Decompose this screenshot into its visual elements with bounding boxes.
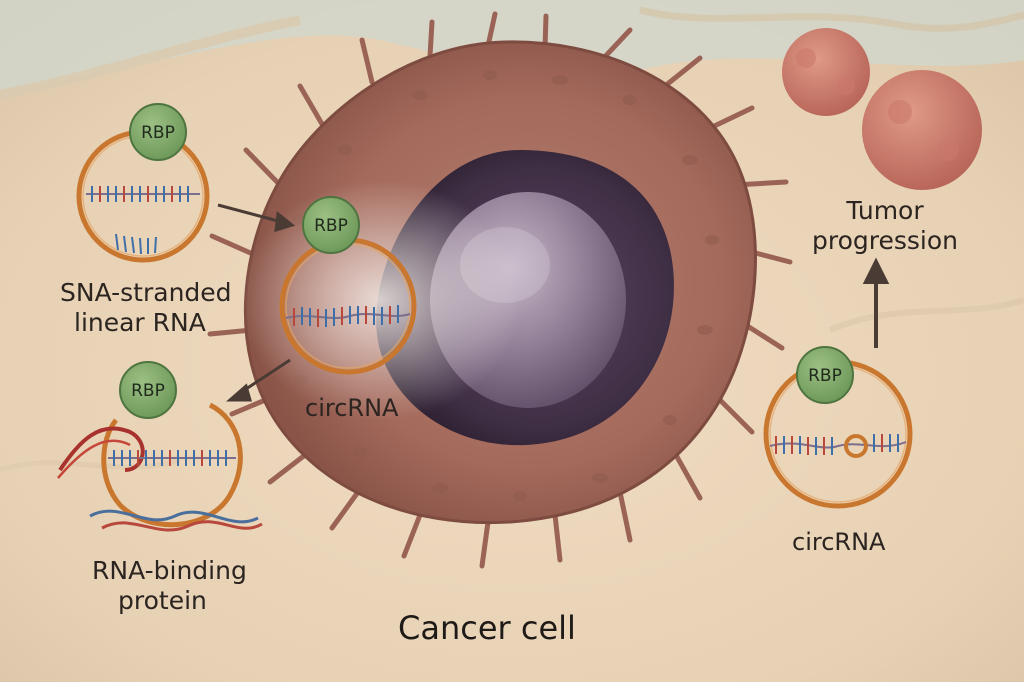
- label-line: progression: [811, 225, 958, 255]
- label-sna-stranded-linear-rna: SNA-stranded linear RNA: [60, 278, 232, 337]
- rbp-sphere: RBP: [796, 346, 854, 404]
- rbp-sphere: RBP: [119, 361, 177, 419]
- label-line: RNA-binding: [92, 556, 247, 585]
- rna-binding-loop: [57, 402, 243, 528]
- rbp-label: RBP: [808, 366, 842, 386]
- arrow-to-tumor-progression: [862, 257, 890, 348]
- rbp-sphere: RBP: [302, 196, 360, 254]
- tumor-cluster: [782, 28, 982, 190]
- arrow-to-center-loop: [217, 203, 296, 233]
- label-tumor-progression: Tumor progression: [810, 196, 960, 255]
- label-line: protein: [118, 585, 207, 615]
- rbp-sphere: RBP: [129, 103, 187, 161]
- background-fiber: [639, 6, 1024, 32]
- label-circrna-right: circRNA: [792, 528, 886, 556]
- label-line: Tumor: [846, 196, 924, 225]
- arrow-to-bottom-left-loop: [226, 358, 291, 402]
- background-fiber: [0, 457, 181, 473]
- label-line: SNA-stranded: [60, 278, 232, 307]
- label-cancer-cell: Cancer cell: [398, 609, 576, 647]
- label-line: linear RNA: [74, 307, 206, 337]
- rbp-label: RBP: [141, 123, 175, 143]
- background-fiber: [0, 15, 301, 100]
- cell-spikes: [207, 11, 793, 569]
- rbp-label: RBP: [314, 216, 348, 236]
- label-circrna-center: circRNA: [305, 394, 399, 422]
- background-fiber: [828, 297, 1024, 333]
- rna-strands: [89, 509, 263, 532]
- rbp-label: RBP: [131, 381, 165, 401]
- label-rna-binding-protein: RNA-binding protein: [92, 556, 247, 615]
